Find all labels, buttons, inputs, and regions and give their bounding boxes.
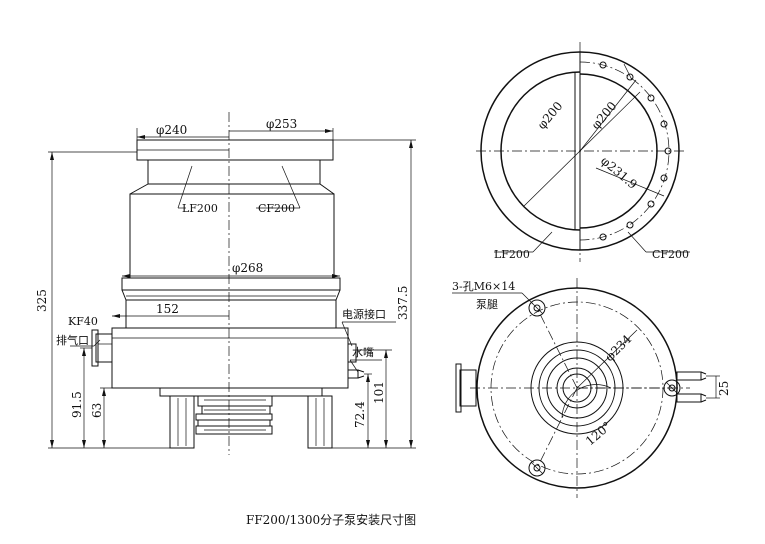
water-nozzle-bottom bbox=[676, 393, 702, 403]
pump-leg-left bbox=[169, 395, 195, 449]
flange-neck bbox=[147, 159, 321, 185]
drawing-caption: FF200/1300分子泵安装尺寸图 bbox=[246, 512, 416, 527]
exhaust-port-body bbox=[95, 333, 113, 363]
dim-phi253: φ253 bbox=[266, 117, 297, 131]
dim-72-4: 72.4 bbox=[353, 401, 367, 428]
label-water-nozzle: 水嘴 bbox=[352, 346, 374, 359]
dim-phi240: φ240 bbox=[156, 123, 187, 137]
dim-325: 325 bbox=[35, 289, 49, 312]
dim-phi231-9: φ231.9 bbox=[598, 154, 640, 192]
dim-63: 63 bbox=[90, 403, 104, 418]
dim-101: 101 bbox=[372, 381, 386, 404]
top-label-lf200: LF200 bbox=[494, 248, 530, 261]
side-label-lf200: LF200 bbox=[182, 202, 218, 215]
power-connector bbox=[347, 343, 357, 363]
label-pump-legs: 泵腿 bbox=[476, 298, 498, 311]
dim-25: 25 bbox=[717, 381, 731, 396]
bottom-view: 25 φ234 120° 3-孔M6×14 泵腿 bbox=[452, 278, 731, 498]
label-exhaust-port: 排气口 bbox=[56, 333, 89, 347]
bottom-exhaust-port bbox=[459, 369, 477, 407]
label-leg-holes: 3-孔M6×14 bbox=[452, 280, 515, 293]
dim-phi268: φ268 bbox=[232, 261, 263, 275]
dim-152: 152 bbox=[156, 302, 179, 316]
top-label-cf200: CF200 bbox=[652, 248, 689, 261]
water-nozzle-top bbox=[676, 371, 702, 381]
dim-91-5: 91.5 bbox=[70, 391, 84, 418]
side-view: φ240 φ253 LF200 CF200 φ268 152 325 337.5 bbox=[35, 112, 416, 455]
label-kf40: KF40 bbox=[68, 315, 98, 328]
label-power-port: 电源接口 bbox=[342, 307, 386, 321]
pump-collar bbox=[121, 277, 341, 291]
dim-phi200-left: φ200 bbox=[535, 99, 566, 132]
pump-lower-body bbox=[111, 327, 349, 389]
dim-337-5: 337.5 bbox=[396, 286, 410, 320]
cf200-bolt-holes bbox=[599, 61, 672, 241]
side-label-cf200: CF200 bbox=[258, 202, 295, 215]
water-nozzle bbox=[347, 369, 359, 379]
kf40-flange bbox=[91, 329, 99, 367]
dim-120-deg: 120° bbox=[583, 419, 614, 448]
top-view: φ200 φ200 φ231.9 LF200 CF200 bbox=[476, 42, 690, 262]
pump-base-plate bbox=[159, 387, 323, 397]
leg-hatching bbox=[177, 398, 325, 446]
pump-leg-right bbox=[307, 395, 333, 449]
